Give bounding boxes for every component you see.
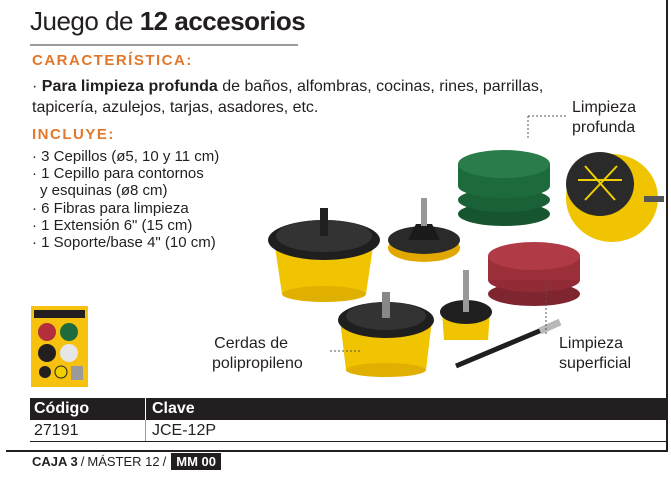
- card-frame: [6, 0, 668, 452]
- mm-badge: MM 00: [171, 452, 221, 470]
- separator: /: [162, 453, 167, 469]
- callout-cerdas: Cerdas de polipropileno: [212, 334, 303, 374]
- cell-codigo: 27191: [30, 420, 146, 441]
- product-code-table: Código Clave 27191 JCE-12P: [30, 398, 668, 442]
- table-header: Código Clave: [30, 398, 668, 420]
- packaging-footer: CAJA 3 / MÁSTER 12 / MM 00: [32, 452, 221, 470]
- page-title: Juego de 12 accesorios: [30, 6, 306, 37]
- header-clave: Clave: [152, 400, 195, 417]
- red-scrub-pads: [488, 242, 580, 306]
- callout-line: Limpieza: [572, 99, 637, 116]
- incluye-list: · 3 Cepillos (ø5, 10 y 11 cm) · 1 Cepill…: [32, 148, 219, 251]
- incluye-item: · 3 Cepillos (ø5, 10 y 11 cm): [32, 148, 220, 165]
- caracteristica-lead: Para limpieza profunda: [41, 78, 218, 95]
- incluye-item: y esquinas (ø8 cm): [40, 182, 168, 200]
- callout-limpieza-superficial: Limpieza superficial: [559, 334, 631, 374]
- extension-bar: [455, 318, 562, 369]
- backing-pad: [388, 198, 460, 262]
- callout-line: Cerdas de: [214, 335, 288, 352]
- callout-line: polipropileno: [212, 355, 303, 372]
- callout-limpieza-profunda: Limpieza profunda: [572, 98, 636, 138]
- title-prefix: Juego de: [30, 6, 133, 36]
- callout-line: Limpieza: [559, 335, 624, 352]
- small-brush: [440, 270, 492, 340]
- incluye-item: · 6 Fibras para limpieza: [32, 199, 189, 217]
- caja-label: CAJA 3: [32, 453, 78, 469]
- caracteristica-heading: CARACTERÍSTICA:: [32, 52, 193, 69]
- package-thumbnail-image: [31, 306, 88, 387]
- large-brush: [268, 208, 380, 302]
- title-underline: [30, 44, 298, 46]
- table-row: 27191 JCE-12P: [30, 420, 668, 442]
- incluye-item: · 1 Extensión 6" (15 cm): [32, 216, 193, 234]
- callout-line: profunda: [572, 119, 636, 136]
- cell-clave: JCE-12P: [152, 421, 217, 439]
- incluye-item: · 1 Soporte/base 4" (10 cm): [32, 234, 216, 252]
- caracteristica-rest: de baños, alfombras, cocinas, rines, par…: [32, 78, 544, 116]
- medium-brush: [338, 292, 434, 377]
- green-scrub-pads: [458, 150, 550, 226]
- product-illustration: [268, 115, 664, 377]
- caracteristica-text: · Para limpieza profunda de baños, alfom…: [32, 78, 544, 116]
- incluye-heading: INCLUYE:: [32, 126, 115, 143]
- callout-line: superficial: [559, 355, 632, 372]
- corner-brush: [566, 152, 664, 242]
- master-label: MÁSTER 12: [87, 453, 160, 469]
- separator: /: [80, 453, 85, 469]
- incluye-item: · 1 Cepillo para contornos: [32, 165, 204, 183]
- header-codigo: Código: [30, 398, 146, 420]
- title-bold: 12 accesorios: [139, 6, 306, 36]
